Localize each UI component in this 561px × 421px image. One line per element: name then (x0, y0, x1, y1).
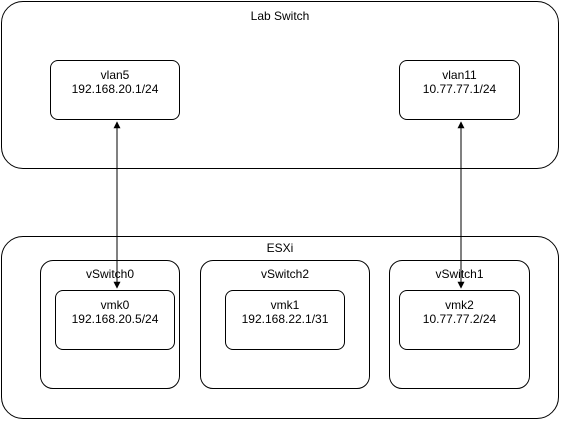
vmk1-interface-box: vmk1 192.168.22.1/31 (225, 290, 345, 350)
vlan5-name: vlan5 (100, 68, 130, 82)
vswitch0-title: vSwitch0 (85, 267, 135, 281)
lab-switch-title: Lab Switch (250, 9, 310, 23)
vmk1-name: vmk1 (270, 298, 300, 312)
vswitch1-title: vSwitch1 (435, 267, 484, 281)
vmk2-ip: 10.77.77.2/24 (422, 312, 497, 326)
vlan5-ip: 192.168.20.1/24 (71, 82, 159, 96)
vmk0-ip: 192.168.20.5/24 (71, 312, 159, 326)
vmk0-interface-box: vmk0 192.168.20.5/24 (55, 290, 175, 350)
vswitch2-title: vSwitch2 (260, 267, 310, 281)
vlan5-interface-box: vlan5 192.168.20.1/24 (50, 60, 180, 120)
vmk1-ip: 192.168.22.1/31 (241, 312, 329, 326)
vmk2-interface-box: vmk2 10.77.77.2/24 (399, 290, 520, 350)
vlan11-interface-box: vlan11 10.77.77.1/24 (399, 60, 520, 120)
vlan11-ip: 10.77.77.1/24 (422, 82, 497, 96)
esxi-title: ESXi (266, 241, 294, 255)
vmk0-name: vmk0 (100, 298, 130, 312)
vlan11-name: vlan11 (442, 68, 477, 82)
vmk2-name: vmk2 (445, 298, 474, 312)
